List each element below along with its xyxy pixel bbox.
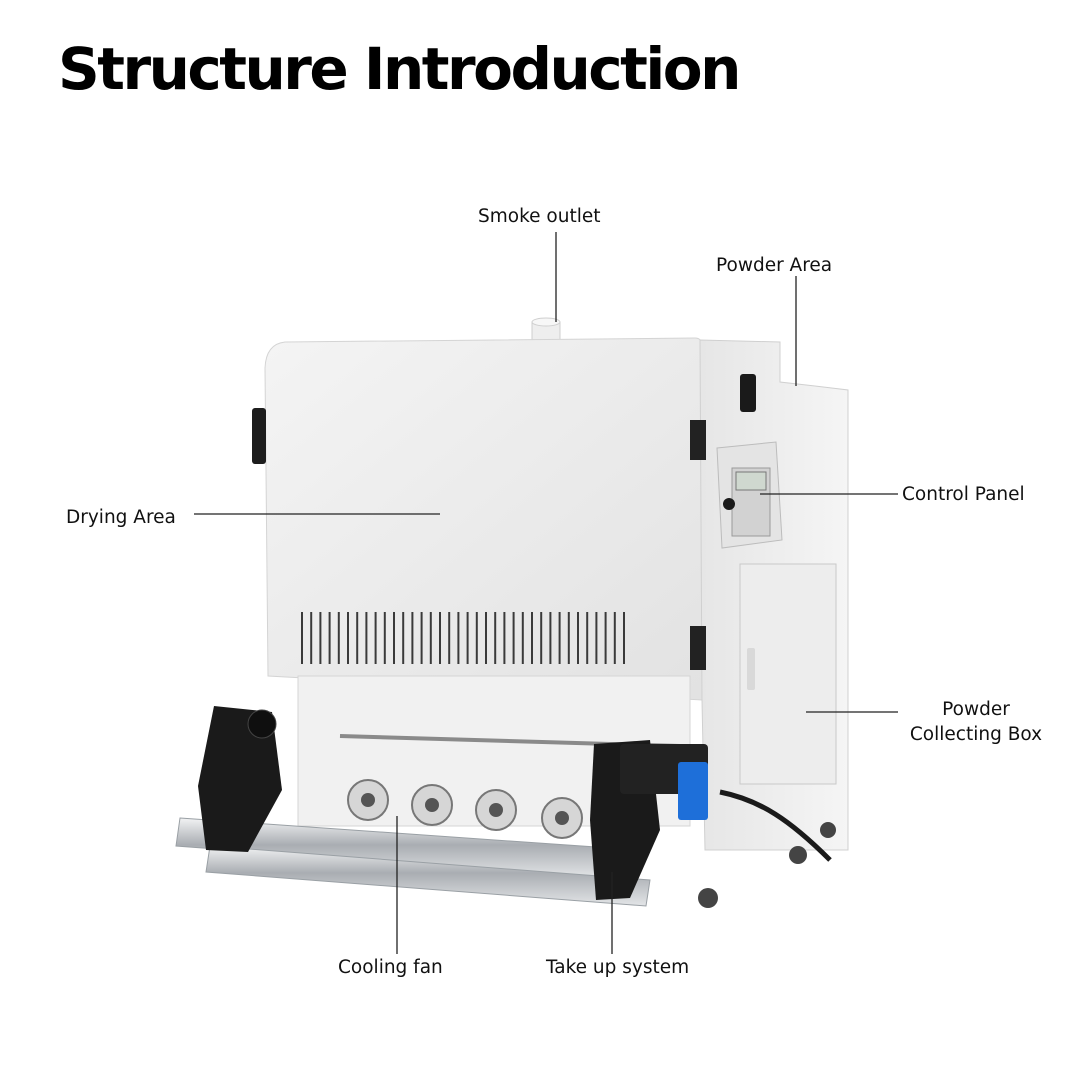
label-powder-collecting-box: Powder Collecting Box bbox=[902, 697, 1050, 747]
label-powder-area: Powder Area bbox=[716, 255, 833, 276]
side-cabinet bbox=[690, 339, 849, 851]
label-powder-collecting-box-line2: Collecting Box bbox=[909, 724, 1043, 745]
label-take-up-system: Take up system bbox=[546, 957, 690, 978]
control-panel-box bbox=[716, 441, 783, 549]
power-cable bbox=[719, 789, 832, 862]
cooling-fans bbox=[347, 779, 583, 839]
fan-3 bbox=[475, 789, 517, 831]
fan-2 bbox=[411, 784, 453, 826]
label-cooling-fan: Cooling fan bbox=[338, 957, 443, 978]
vent-slots bbox=[301, 612, 625, 664]
page-title: Structure Introduction bbox=[58, 35, 741, 103]
fan-4 bbox=[541, 797, 583, 839]
label-drying-area: Drying Area bbox=[66, 507, 176, 528]
fan-1 bbox=[347, 779, 389, 821]
casters bbox=[698, 822, 836, 908]
smoke-outlet-pipe bbox=[531, 317, 561, 345]
label-control-panel: Control Panel bbox=[902, 484, 1025, 505]
label-powder-collecting-box-line1: Powder bbox=[942, 699, 1010, 720]
take-up-rollers bbox=[175, 706, 708, 907]
label-smoke-outlet: Smoke outlet bbox=[478, 206, 601, 227]
